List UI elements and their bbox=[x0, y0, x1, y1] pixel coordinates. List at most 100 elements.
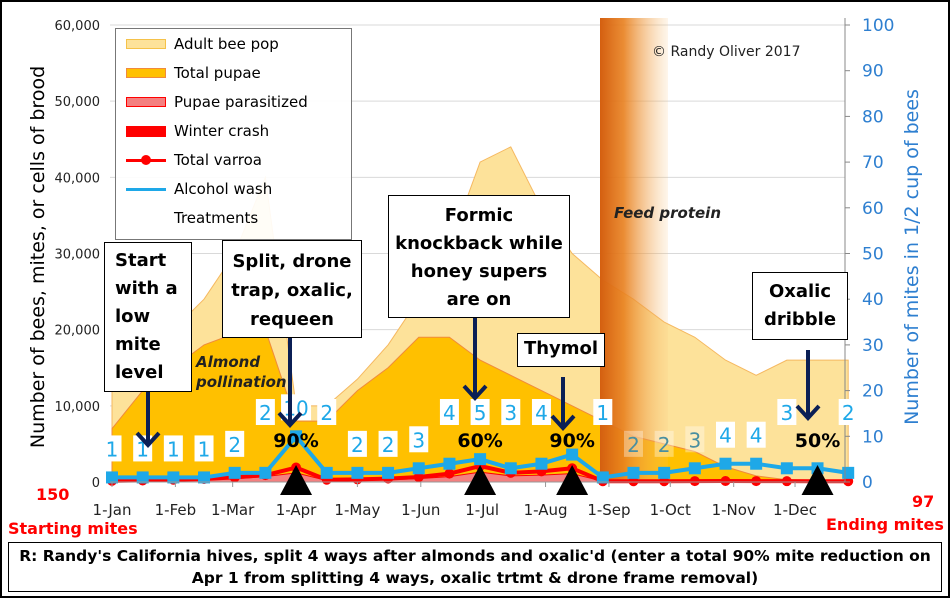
arrow-head-icon bbox=[462, 384, 488, 401]
callout-text: Thymol bbox=[523, 338, 599, 359]
data-label: 3 bbox=[780, 401, 793, 425]
marker-total-varroa bbox=[720, 476, 731, 487]
data-label-bg bbox=[470, 399, 490, 425]
legend-item-pupae-parasitized: Pupae parasitized bbox=[126, 91, 308, 113]
x-tick-label: 1-Oct bbox=[650, 501, 691, 519]
legend-label: Total pupae bbox=[174, 64, 261, 82]
x-tick-label: 1-Aug bbox=[524, 501, 568, 519]
data-label-bg bbox=[439, 399, 459, 425]
data-label-bg bbox=[685, 426, 705, 453]
arrow-head-icon bbox=[795, 404, 821, 421]
legend-label: Total varroa bbox=[174, 151, 262, 169]
x-tick-label: 1-Jun bbox=[401, 501, 440, 519]
x-tick-label: 1-Mar bbox=[211, 501, 255, 519]
caption-text: R: Randy's California hives, split 4 way… bbox=[19, 547, 931, 587]
marker-alcohol-wash bbox=[688, 462, 701, 475]
callout-start: Start with a low mite level bbox=[104, 242, 192, 392]
data-label: 1 bbox=[106, 437, 119, 461]
legend-label: Pupae parasitized bbox=[174, 93, 308, 111]
marker-alcohol-wash bbox=[443, 457, 456, 470]
left-tick-label: 40,000 bbox=[55, 171, 101, 186]
legend-swatch bbox=[126, 68, 166, 78]
right-tick-label: 70 bbox=[862, 153, 884, 173]
data-label-bg bbox=[531, 399, 551, 425]
treatment-percent: 50% bbox=[795, 430, 840, 452]
marker-alcohol-wash bbox=[136, 471, 149, 484]
marker-alcohol-wash bbox=[627, 466, 640, 479]
data-label-bg bbox=[102, 435, 122, 462]
right-tick-label: 100 bbox=[862, 16, 894, 36]
data-label: 5 bbox=[474, 401, 487, 425]
data-label: 2 bbox=[382, 433, 395, 457]
treatment-percent: 90% bbox=[549, 430, 594, 452]
legend-item-winter-crash: Winter crash bbox=[126, 120, 269, 142]
marker-alcohol-wash bbox=[351, 466, 364, 479]
callout-text: Formic knockback while honey supers are … bbox=[395, 205, 563, 310]
marker-alcohol-wash bbox=[474, 453, 487, 466]
treatment-triangle bbox=[464, 465, 497, 495]
data-label: 2 bbox=[320, 401, 333, 425]
chart-caption: R: Randy's California hives, split 4 way… bbox=[8, 542, 942, 592]
legend: Adult bee pop Total pupae Pupae parasiti… bbox=[115, 28, 352, 240]
left-axis-title: Number of bees, mites, or cells of brood bbox=[27, 66, 49, 448]
right-tick-label: 0 bbox=[862, 473, 873, 493]
x-tick-label: 1-Apr bbox=[276, 501, 317, 519]
legend-label: Alcohol wash bbox=[174, 180, 273, 198]
legend-swatch bbox=[126, 125, 166, 137]
legend-label: Winter crash bbox=[174, 122, 270, 140]
starting-mites-value: 150 bbox=[36, 485, 70, 504]
marker-alcohol-wash bbox=[658, 466, 671, 479]
marker-total-varroa bbox=[413, 472, 424, 483]
treatment-triangle bbox=[280, 465, 313, 495]
data-label: 4 bbox=[535, 401, 548, 425]
data-label-bg bbox=[347, 430, 367, 457]
data-label-bg bbox=[194, 435, 214, 462]
marker-alcohol-wash bbox=[259, 466, 272, 479]
data-label-bg bbox=[593, 399, 613, 425]
arrow-head-icon bbox=[135, 431, 161, 448]
arrow-head-icon bbox=[550, 414, 576, 431]
marker-alcohol-wash bbox=[167, 471, 180, 484]
right-tick-label: 10 bbox=[862, 427, 884, 447]
data-label-bg bbox=[255, 399, 275, 425]
data-label-bg bbox=[746, 421, 766, 448]
x-tick-label: 1-May bbox=[334, 501, 380, 519]
callout-text: Oxalic dribble bbox=[763, 281, 837, 330]
callout-split: Split, drone trap, oxalic, requeen bbox=[222, 240, 362, 338]
starting-mites-label: Starting mites bbox=[8, 519, 138, 538]
left-tick-label: 0 bbox=[92, 476, 100, 491]
right-tick-label: 30 bbox=[862, 336, 884, 356]
marker-alcohol-wash bbox=[780, 462, 793, 475]
right-tick-label: 90 bbox=[862, 62, 884, 82]
legend-swatch bbox=[126, 97, 166, 107]
x-tick-label: 1-Jul bbox=[465, 501, 499, 519]
marker-alcohol-wash bbox=[566, 448, 579, 461]
marker-alcohol-wash bbox=[198, 471, 211, 484]
right-tick-label: 20 bbox=[862, 382, 884, 402]
marker-total-varroa bbox=[689, 476, 700, 487]
data-label: 1 bbox=[167, 437, 180, 461]
marker-alcohol-wash bbox=[750, 457, 763, 470]
callout-text: Split, drone trap, oxalic, requeen bbox=[231, 251, 353, 330]
marker-alcohol-wash bbox=[535, 457, 548, 470]
treatment-percent: 60% bbox=[457, 430, 502, 452]
arrow-head-icon bbox=[277, 411, 303, 428]
x-tick-label: 1-Feb bbox=[155, 501, 197, 519]
marker-alcohol-wash bbox=[719, 457, 732, 470]
legend-swatch bbox=[126, 39, 166, 49]
marker-alcohol-wash bbox=[382, 466, 395, 479]
data-label: 3 bbox=[688, 428, 701, 452]
marker-alcohol-wash bbox=[290, 430, 303, 443]
data-label-bg bbox=[163, 435, 183, 462]
almond-pollination-text: Almond pollination bbox=[196, 353, 287, 391]
legend-item-alcohol-wash: Alcohol wash bbox=[126, 178, 272, 200]
data-label: 1 bbox=[198, 437, 211, 461]
ending-mites-label: Ending mites bbox=[826, 515, 944, 534]
marker-alcohol-wash bbox=[320, 466, 333, 479]
data-label: 2 bbox=[259, 401, 272, 425]
left-tick-label: 20,000 bbox=[55, 324, 101, 339]
right-tick-label: 50 bbox=[862, 245, 884, 265]
x-tick-label: 1-Sep bbox=[587, 501, 630, 519]
data-label-bg bbox=[623, 430, 643, 457]
